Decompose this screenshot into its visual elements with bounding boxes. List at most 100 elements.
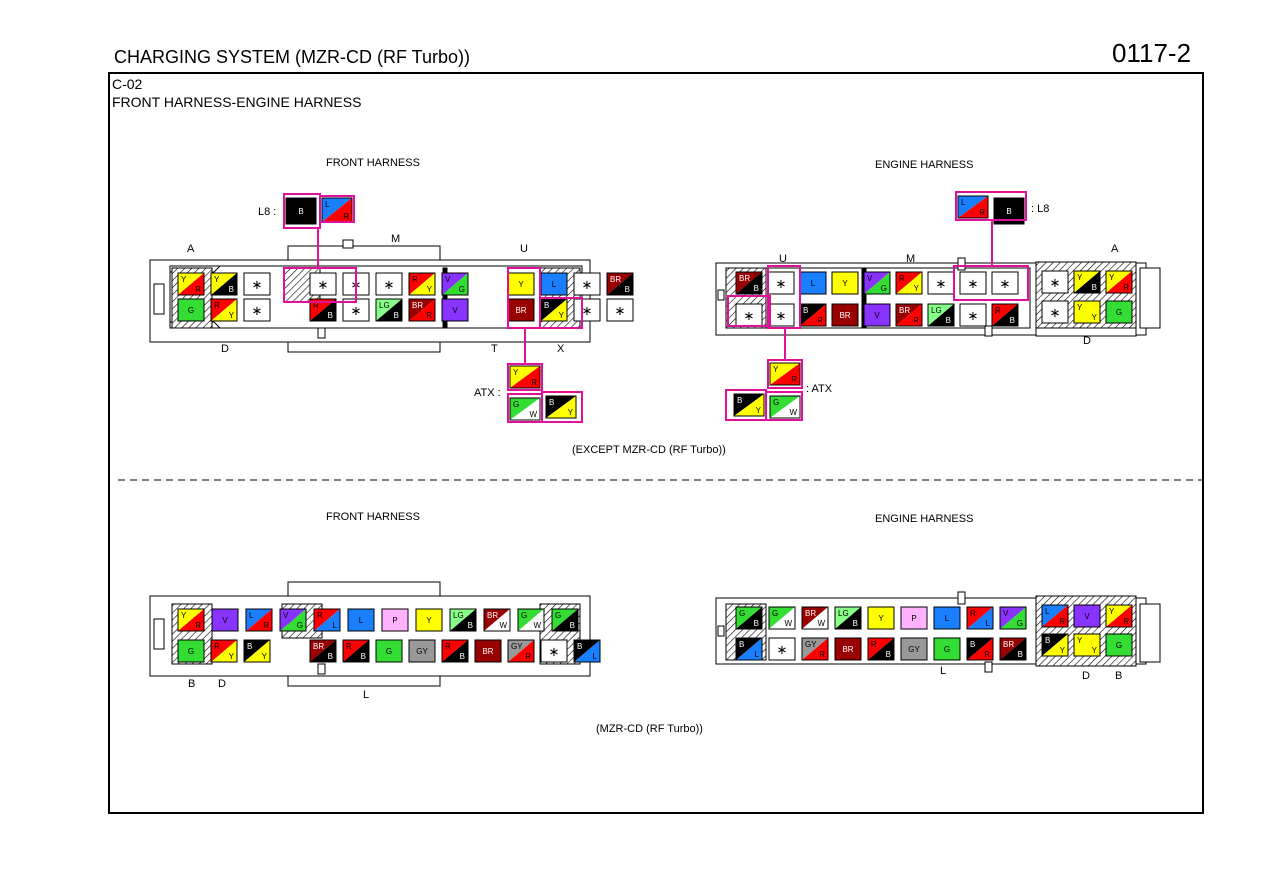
svg-text:Y: Y <box>427 285 433 294</box>
terminal-G-W: GW <box>768 606 796 630</box>
svg-text:Y: Y <box>262 652 268 661</box>
terminal-BR-B: BRB <box>999 637 1027 661</box>
terminal-BR-B: BRB <box>309 639 337 663</box>
engine-letter-d-bottom: D <box>1082 670 1090 682</box>
terminal-V: V <box>211 608 239 632</box>
terminal-B-R: BR <box>799 303 827 327</box>
engine-letter-a: A <box>1111 243 1119 255</box>
svg-text:Y: Y <box>914 284 920 293</box>
svg-text:Y: Y <box>1060 646 1066 655</box>
terminal-V: V <box>441 298 469 322</box>
svg-text:L: L <box>325 200 330 209</box>
svg-text:LG: LG <box>931 306 942 315</box>
front-letter-b-bottom: B <box>188 678 196 690</box>
svg-text:∗: ∗ <box>549 644 560 659</box>
svg-text:∗: ∗ <box>744 308 755 323</box>
terminal-LG-B: LGB <box>927 303 955 327</box>
svg-text:R: R <box>525 652 531 661</box>
svg-text:B: B <box>1092 283 1097 292</box>
front-letter-t: T <box>491 343 498 355</box>
svg-text:BR: BR <box>412 301 423 310</box>
svg-text:Y: Y <box>568 408 574 417</box>
svg-text:L: L <box>961 198 966 207</box>
engine-letter-d: D <box>1083 335 1091 347</box>
terminal-V-G: VG <box>279 608 307 632</box>
svg-text:R: R <box>871 640 877 649</box>
terminal-B-L: BL <box>573 639 601 663</box>
svg-text:Y: Y <box>1077 303 1083 312</box>
terminal-Y: Y <box>831 271 859 295</box>
svg-text:BR: BR <box>1003 640 1014 649</box>
terminal-star: ∗ <box>243 298 271 322</box>
terminal-BR-R: BRR <box>408 298 436 322</box>
svg-text:B: B <box>853 619 858 628</box>
svg-text:G: G <box>513 400 519 409</box>
terminal-GY-R: GYR <box>801 637 829 661</box>
connector-code: C-02 <box>112 76 143 92</box>
terminal-LG-B: LG B <box>834 606 862 630</box>
svg-text:∗: ∗ <box>1050 305 1061 320</box>
terminal-G: G <box>375 639 403 663</box>
terminal-star: ∗ <box>768 637 796 661</box>
svg-text:∗: ∗ <box>318 277 329 292</box>
svg-text:B: B <box>460 652 465 661</box>
svg-text:∗: ∗ <box>252 277 263 292</box>
svg-text:B: B <box>1006 207 1011 216</box>
svg-text:BR: BR <box>515 306 526 315</box>
svg-text:∗: ∗ <box>582 277 593 292</box>
svg-text:V: V <box>222 616 228 625</box>
terminal-R-B: RB <box>309 298 337 322</box>
svg-text:L: L <box>755 650 760 659</box>
terminal-BR-R: BRR <box>895 303 923 327</box>
terminal-Y-B: YB <box>1073 270 1101 294</box>
svg-text:Y: Y <box>1077 636 1083 645</box>
terminal-Y-Y: YY <box>1073 633 1101 657</box>
svg-text:B: B <box>570 621 575 630</box>
svg-text:B: B <box>328 652 333 661</box>
svg-text:V: V <box>1003 609 1009 618</box>
svg-text:Y: Y <box>1109 607 1115 616</box>
svg-text:G: G <box>944 645 950 654</box>
page-number: 0117-2 <box>1112 38 1192 68</box>
terminal-G-W: GW <box>509 397 541 421</box>
svg-text:R: R <box>317 611 323 620</box>
svg-text:B: B <box>394 311 399 320</box>
terminal-V-G: VG <box>863 271 891 295</box>
svg-text:R: R <box>426 311 432 320</box>
terminal-star: ∗ <box>735 303 763 327</box>
svg-text:∗: ∗ <box>968 308 979 323</box>
svg-text:W: W <box>817 619 825 628</box>
terminal-star: ∗ <box>243 272 271 296</box>
front-highlight-x <box>539 297 583 329</box>
terminal-G: G <box>177 639 205 663</box>
svg-text:LG: LG <box>453 611 464 620</box>
terminal-B-L: BL <box>735 637 763 661</box>
terminal-G-B: GB <box>735 606 763 630</box>
terminal-LG-B: LGB <box>375 298 403 322</box>
svg-text:V: V <box>452 306 458 315</box>
terminal-G: G <box>1105 300 1133 324</box>
svg-text:L: L <box>986 619 991 628</box>
svg-text:L: L <box>811 279 816 288</box>
svg-text:P: P <box>911 614 916 623</box>
svg-text:G: G <box>188 306 194 315</box>
svg-text:LG: LG <box>838 609 849 618</box>
svg-text:G: G <box>1017 619 1023 628</box>
terminal-GY-R: GYR <box>507 639 535 663</box>
svg-text:L: L <box>945 614 950 623</box>
svg-text:B: B <box>298 207 303 216</box>
caption-top: (EXCEPT MZR-CD (RF Turbo)) <box>572 444 726 456</box>
svg-text:∗: ∗ <box>1050 275 1061 290</box>
engine-letter-m: M <box>906 253 916 265</box>
svg-text:R: R <box>263 621 269 630</box>
svg-text:W: W <box>784 619 792 628</box>
terminal-L-R: LR <box>957 195 989 219</box>
svg-text:Y: Y <box>773 365 779 374</box>
svg-text:Y: Y <box>181 611 187 620</box>
front-highlight-pair <box>283 267 357 303</box>
terminal-L: L <box>540 272 568 296</box>
terminal-Y-Y: YY <box>1073 300 1101 324</box>
svg-text:R: R <box>195 285 201 294</box>
svg-text:R: R <box>214 301 220 310</box>
svg-text:B: B <box>803 306 808 315</box>
